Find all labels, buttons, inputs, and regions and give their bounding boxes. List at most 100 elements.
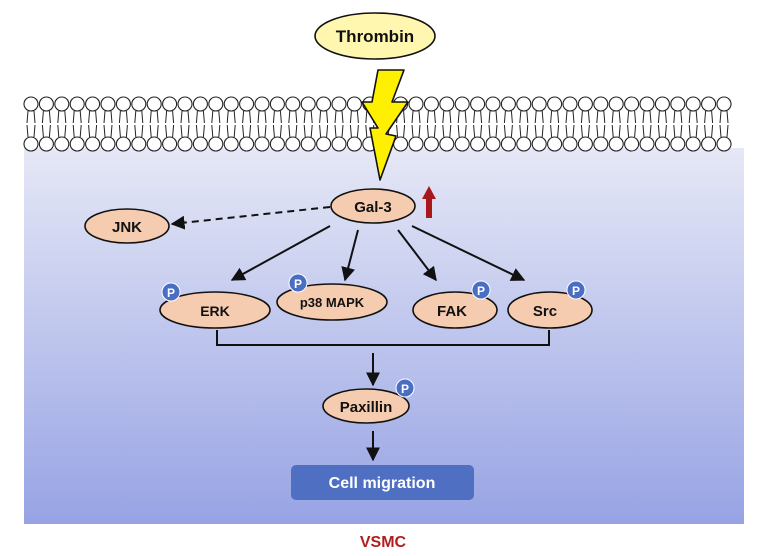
- lipid-head: [485, 96, 501, 112]
- lipid-head: [285, 96, 301, 112]
- lipid-head: [500, 136, 516, 152]
- lipid-tails: [134, 110, 144, 138]
- lipid-tails: [673, 110, 683, 138]
- lipid-head: [531, 96, 547, 112]
- gal3-to-src-arrow: [411, 225, 526, 281]
- lipid-head: [624, 136, 640, 152]
- lipid-head: [223, 136, 239, 152]
- lipid-head: [485, 136, 501, 152]
- lipid-head: [670, 96, 686, 112]
- lipid-head: [38, 96, 54, 112]
- lipid-head: [85, 96, 101, 112]
- lipid-tails: [149, 110, 159, 138]
- lipid-head: [177, 96, 193, 112]
- lipid-tails: [288, 110, 298, 138]
- lipid-head: [439, 96, 455, 112]
- lipid-tails: [580, 110, 590, 138]
- gal3-to-jnk-dashed-arrow: [170, 206, 331, 230]
- p38-phospho-label: P: [294, 277, 302, 291]
- lipid-head: [115, 96, 131, 112]
- lipid-tails: [180, 110, 190, 138]
- lipid-head: [23, 136, 39, 152]
- lipid-head: [639, 136, 655, 152]
- lipid-tails: [242, 110, 252, 138]
- gal3-to-erk-arrow: [230, 225, 331, 281]
- jnk-node: JNK: [84, 208, 170, 244]
- p38-mapk-node: p38 MAPK P: [276, 273, 388, 321]
- lipid-head: [470, 96, 486, 112]
- lipid-head: [146, 96, 162, 112]
- lipid-head: [285, 136, 301, 152]
- fak-phospho-label: P: [477, 284, 485, 298]
- lipid-head: [131, 96, 147, 112]
- lipid-head: [701, 136, 717, 152]
- lipid-head: [131, 136, 147, 152]
- lipid-head: [562, 96, 578, 112]
- lipid-head: [439, 136, 455, 152]
- lipid-head: [69, 96, 85, 112]
- lipid-tails: [57, 110, 67, 138]
- lipid-head: [254, 136, 270, 152]
- lipid-head: [300, 136, 316, 152]
- paxillin-label: Paxillin: [340, 399, 393, 416]
- lipid-head: [177, 136, 193, 152]
- lipid-tails: [334, 110, 344, 138]
- lipid-tails: [457, 110, 467, 138]
- lipid-head: [685, 96, 701, 112]
- lipid-head: [577, 136, 593, 152]
- lipid-tails: [642, 110, 652, 138]
- lipid-head: [331, 136, 347, 152]
- gal3-to-p38-arrow: [341, 229, 359, 282]
- lipid-tails: [519, 110, 529, 138]
- lipid-tails: [657, 110, 667, 138]
- lipid-head: [346, 96, 362, 112]
- lipid-head: [593, 96, 609, 112]
- lipid-head: [516, 136, 532, 152]
- lipid-head: [100, 136, 116, 152]
- lipid-head: [239, 96, 255, 112]
- lipid-head: [85, 136, 101, 152]
- lipid-head: [608, 96, 624, 112]
- gal3-label: Gal-3: [354, 199, 392, 216]
- vsmc-label: VSMC: [360, 534, 407, 551]
- lipid-tails: [211, 110, 221, 138]
- lipid-head: [208, 96, 224, 112]
- lipid-head: [100, 96, 116, 112]
- lipid-tails: [688, 110, 698, 138]
- thrombin-signal-bolt: [361, 69, 409, 181]
- lipid-head: [316, 136, 332, 152]
- lipid-tails: [503, 110, 513, 138]
- lipid-head: [593, 136, 609, 152]
- lipid-head: [239, 136, 255, 152]
- lipid-head: [516, 96, 532, 112]
- lipid-head: [654, 96, 670, 112]
- src-node: Src P: [507, 280, 593, 329]
- lipid-tails: [719, 110, 729, 138]
- lipid-head: [547, 136, 563, 152]
- p38-mapk-label: p38 MAPK: [300, 295, 365, 310]
- lipid-head: [531, 136, 547, 152]
- lipid-tails: [534, 110, 544, 138]
- lipid-head: [316, 96, 332, 112]
- lipid-head: [192, 96, 208, 112]
- lipid-head: [654, 136, 670, 152]
- lipid-head: [23, 96, 39, 112]
- src-phospho-label: P: [572, 284, 580, 298]
- erk-label: ERK: [200, 303, 230, 319]
- kinase-convergence-bracket: [216, 330, 550, 346]
- lipid-tails: [165, 110, 175, 138]
- lipid-head: [69, 136, 85, 152]
- thrombin-node: Thrombin: [314, 12, 436, 60]
- lipid-tails: [426, 110, 436, 138]
- lipid-tails: [473, 110, 483, 138]
- lipid-head: [701, 96, 717, 112]
- lipid-head: [670, 136, 686, 152]
- lipid-tails: [257, 110, 267, 138]
- lipid-head: [331, 96, 347, 112]
- lipid-head: [500, 96, 516, 112]
- lipid-head: [408, 136, 424, 152]
- lipid-head: [716, 136, 732, 152]
- jnk-label: JNK: [112, 219, 142, 236]
- paxillin-phospho-label: P: [401, 382, 409, 396]
